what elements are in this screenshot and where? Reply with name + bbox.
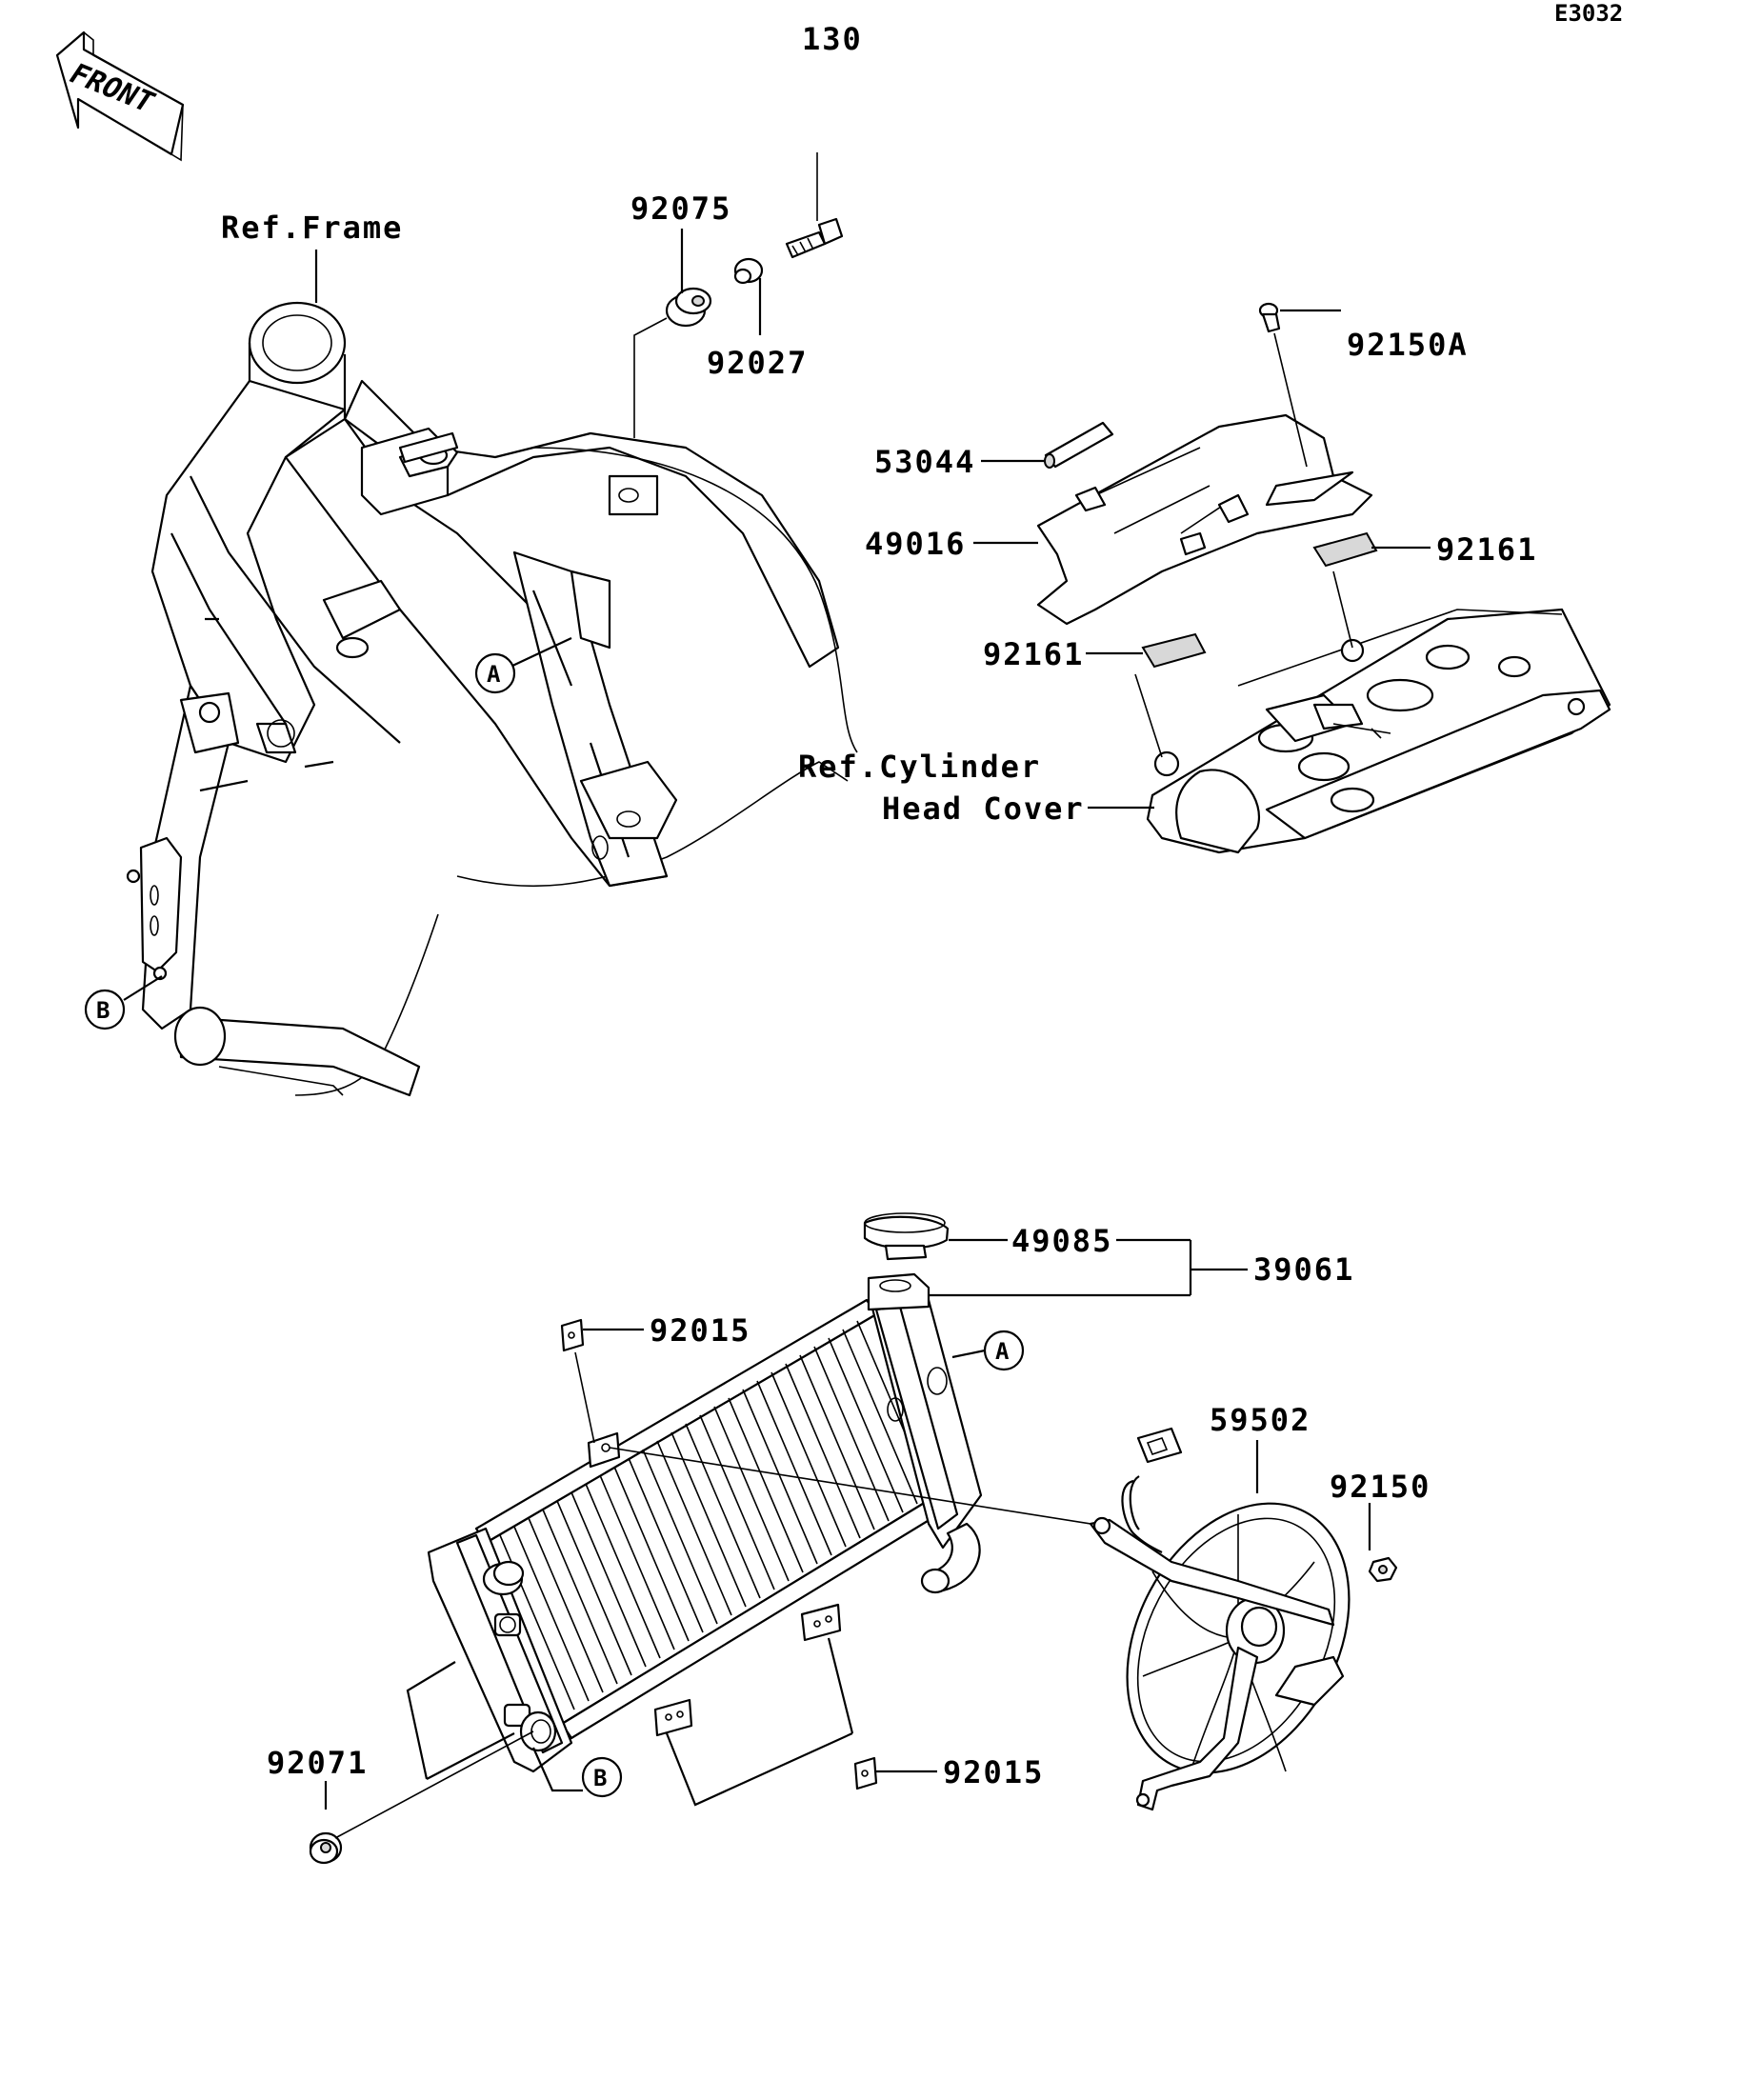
callout-a-frame: A [474, 652, 516, 694]
callout-a-frame-label: A [487, 661, 501, 688]
front-arrow-icon: FRONT [55, 30, 185, 162]
part-label-92015-top: 92015 [650, 1312, 750, 1349]
part-label-92150: 92150 [1330, 1469, 1431, 1505]
callout-b-frame: B [84, 989, 126, 1030]
nut-92150-part [1368, 1556, 1398, 1583]
bolt-part [785, 217, 844, 259]
part-label-92015-bottom: 92015 [943, 1754, 1044, 1790]
clip-92015-top-part [560, 1318, 585, 1352]
part-label-92161-right: 92161 [1436, 531, 1537, 568]
callout-b-radiator-label: B [593, 1765, 607, 1791]
callout-a-radiator-label: A [995, 1338, 1010, 1365]
collar-92027-part [733, 257, 764, 285]
part-label-49085: 49085 [1011, 1223, 1112, 1259]
part-label-92027: 92027 [707, 345, 808, 381]
pad-92161-left-part [1141, 632, 1207, 669]
radiator-part [427, 1272, 983, 1773]
grommet-92075-part [665, 287, 712, 328]
part-label-49016: 49016 [865, 526, 966, 562]
grommet-92071-part [309, 1831, 343, 1865]
ref-head-cover-label: Head Cover [882, 790, 1085, 827]
callout-a-radiator: A [983, 1330, 1025, 1371]
part-label-92150A: 92150A [1347, 327, 1469, 363]
part-label-92161-left: 92161 [983, 636, 1084, 672]
cylinder-head-cover-part [1146, 608, 1611, 854]
heat-insulator-49016-part [1036, 413, 1373, 626]
callout-b-radiator: B [581, 1756, 623, 1798]
pad-53044-part [1044, 421, 1114, 469]
radiator-fins [499, 1320, 932, 1710]
bolt-92150A-part [1258, 302, 1281, 333]
page-number: 130 [802, 21, 863, 57]
radiator-cap-49085-part [863, 1212, 950, 1261]
diagram-code: E3032 [1554, 0, 1623, 27]
fan-59502-part [1089, 1427, 1351, 1811]
part-label-92075: 92075 [630, 190, 731, 227]
part-label-53044: 53044 [874, 444, 975, 480]
part-label-39061: 39061 [1253, 1251, 1354, 1288]
frame-drawing [126, 301, 858, 1097]
leader-lines [123, 152, 1431, 1839]
ref-frame-label: Ref.Frame [221, 210, 403, 246]
pad-92161-right-part [1312, 531, 1378, 568]
callout-b-frame-label: B [96, 997, 110, 1024]
part-label-92071: 92071 [267, 1745, 368, 1781]
part-label-59502: 59502 [1210, 1402, 1311, 1438]
ref-cylinder-label: Ref.Cylinder [798, 749, 1041, 785]
clip-92015-bottom-part [853, 1756, 878, 1790]
